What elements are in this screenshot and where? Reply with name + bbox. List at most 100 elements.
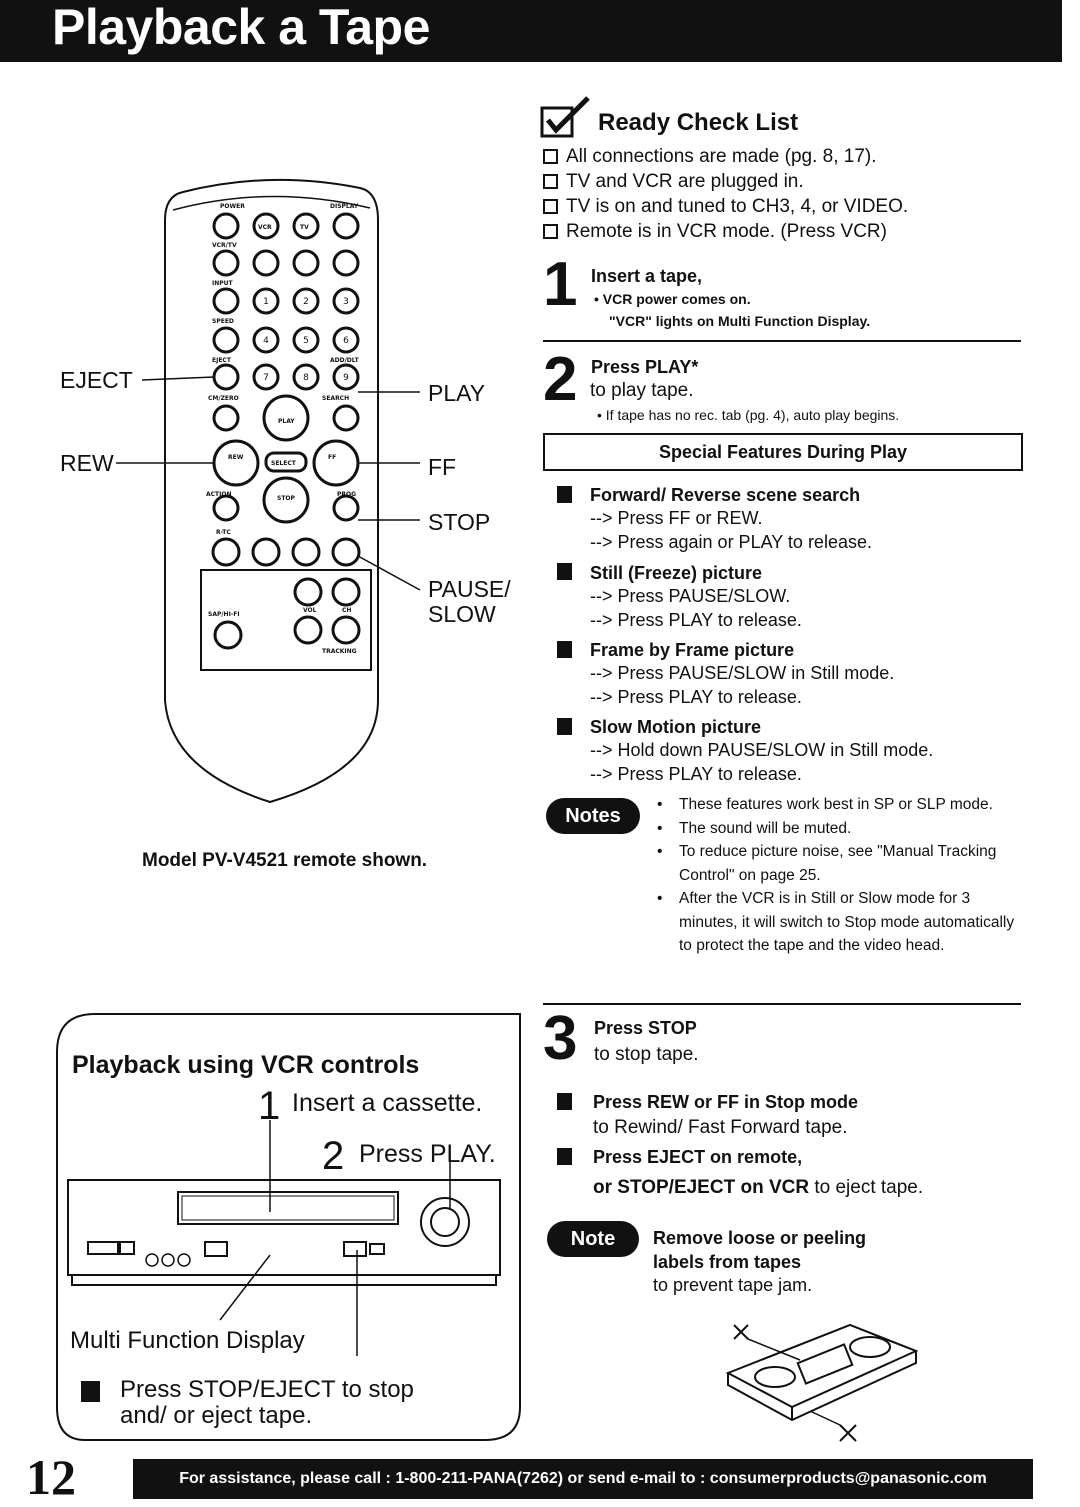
remote-label: SAP/HI-FI [208,611,240,618]
title-bar: Playback a Tape [0,0,1062,62]
remote-label: VCR/TV [212,242,237,249]
note-item: After the VCR is in Still or Slow mode f… [657,887,1027,958]
callout-pause-2: SLOW [428,601,496,627]
notes-badge: Notes [546,798,640,834]
remote-label: FF [328,454,336,461]
note-bold-2: labels from tapes [653,1252,802,1272]
remote-digit: 1 [263,297,269,307]
remote-label: ADD/DLT [330,357,360,364]
callout-eject: EJECT [60,367,133,393]
step-1-bullet: • VCR power comes on. [594,291,751,307]
checkbox-icon [543,224,558,239]
note-badge: Note [547,1221,639,1257]
remote-label: VCR [258,224,272,231]
feature-title: Still (Freeze) picture [590,563,763,583]
check-item: All connections are made (pg. 8, 17). [543,144,908,169]
feature-title: Forward/ Reverse scene search [590,485,861,505]
feature-line: --> Press again or PLAY to release. [590,532,872,552]
checkbox-icon [543,149,558,164]
callout-stop: STOP [428,509,491,535]
feature-line: --> Press PLAY to release. [590,610,802,630]
check-item: TV is on and tuned to CH3, 4, or VIDEO. [543,194,908,219]
ready-check-title: Ready Check List [598,109,799,136]
callout-rew: REW [60,450,114,476]
remote-illustration: POWER DISPLAY VCR TV VCR/TV INPUT SPEED … [116,178,421,804]
remote-label: TV [300,224,309,231]
check-item: TV and VCR are plugged in. [543,169,908,194]
feature-line: --> Press PAUSE/SLOW. [590,586,791,606]
remote-digit: 8 [303,373,309,383]
feature-line: --> Press PAUSE/SLOW in Still mode. [590,663,895,683]
vcr-step-2-number: 2 [322,1134,345,1178]
vcr-box-frame [56,1013,521,1441]
vcr-eject-line-1: Press STOP/EJECT to stop [120,1376,414,1403]
vcr-step-1-number: 1 [258,1084,281,1128]
remote-digit: 7 [263,373,269,383]
feature-title: Frame by Frame picture [590,640,795,660]
remote-label: INPUT [212,280,234,287]
vcr-step-2-text: Press PLAY. [359,1140,496,1168]
remote-label: CH [342,607,351,614]
note-item: To reduce picture noise, see "Manual Tra… [657,840,1027,887]
special-features-header: Special Features During Play [543,433,1023,471]
cassette-illustration [725,1323,919,1442]
callout-play: PLAY [428,380,486,406]
vcr-step-1-text: Insert a cassette. [292,1089,483,1117]
remote-label: VOL [303,607,317,614]
vcr-box-title: Playback using VCR controls [72,1051,420,1079]
callout-pause-1: PAUSE/ [428,576,511,602]
step-1-number: 1 [543,250,578,319]
remote-label: EJECT [212,357,232,364]
mfd-label: Multi Function Display [70,1327,305,1354]
feature-line: --> Press PLAY to release. [590,687,802,707]
step-2-title: Press PLAY* [591,357,699,377]
remote-digit: 2 [303,297,309,307]
step-2-number: 2 [543,345,578,414]
remote-digit: 9 [343,373,349,383]
check-item: Remote is in VCR mode. (Press VCR) [543,219,908,244]
note-item: The sound will be muted. [657,817,1027,841]
stop-mode-title: Press REW or FF in Stop mode [593,1092,859,1112]
remote-label: PLAY [278,418,295,425]
assistance-bar: For assistance, please call : 1-800-211-… [133,1459,1033,1499]
remote-digit: 5 [303,336,309,346]
bullet-square-icon [557,1093,572,1110]
step-3-title: Press STOP [594,1018,697,1038]
checkbox-icon [543,199,558,214]
step-3-number: 3 [543,1004,578,1073]
step-2-text: to play tape. [590,380,694,401]
bullet-square-icon [81,1381,100,1402]
remote-label: CM/ZERO [208,395,239,402]
divider [543,1003,1021,1005]
remote-digit: 4 [263,336,269,346]
feature-line: --> Press PLAY to release. [590,764,802,784]
feature-line: --> Hold down PAUSE/SLOW in Still mode. [590,740,934,760]
page-number: 12 [26,1449,76,1505]
checkbox-icon [543,174,558,189]
eject-vcr-line: or STOP/EJECT on VCR to eject tape. [593,1177,924,1198]
step-1-title: Insert a tape, [591,266,703,286]
step-3-text: to stop tape. [594,1044,699,1065]
bullet-square-icon [557,1148,572,1165]
step-2-note: • If tape has no rec. tab (pg. 4), auto … [597,407,900,423]
remote-label: SPEED [212,318,234,325]
bullet-square-icon [557,486,572,503]
remote-label: SEARCH [322,395,349,402]
feature-title: Slow Motion picture [590,717,761,737]
notes-list: These features work best in SP or SLP mo… [657,793,1027,958]
remote-label: DISPLAY [330,203,359,210]
remote-label: R-TC [216,529,231,536]
vcr-eject-line-2: and/ or eject tape. [120,1402,313,1429]
remote-label: PROG [337,491,356,498]
remote-digit: 3 [343,297,349,307]
remote-label: STOP [277,495,296,502]
eject-remote-title: Press EJECT on remote, [593,1147,803,1167]
divider [543,340,1021,342]
vcr-illustration [67,1120,501,1356]
bullet-square-icon [557,718,572,735]
ready-check-list: All connections are made (pg. 8, 17). TV… [543,144,908,244]
checkmark-icon [540,96,590,138]
note-bold-1: Remove loose or peeling [653,1228,867,1248]
note-item: These features work best in SP or SLP mo… [657,793,1027,817]
bullet-square-icon [557,641,572,658]
